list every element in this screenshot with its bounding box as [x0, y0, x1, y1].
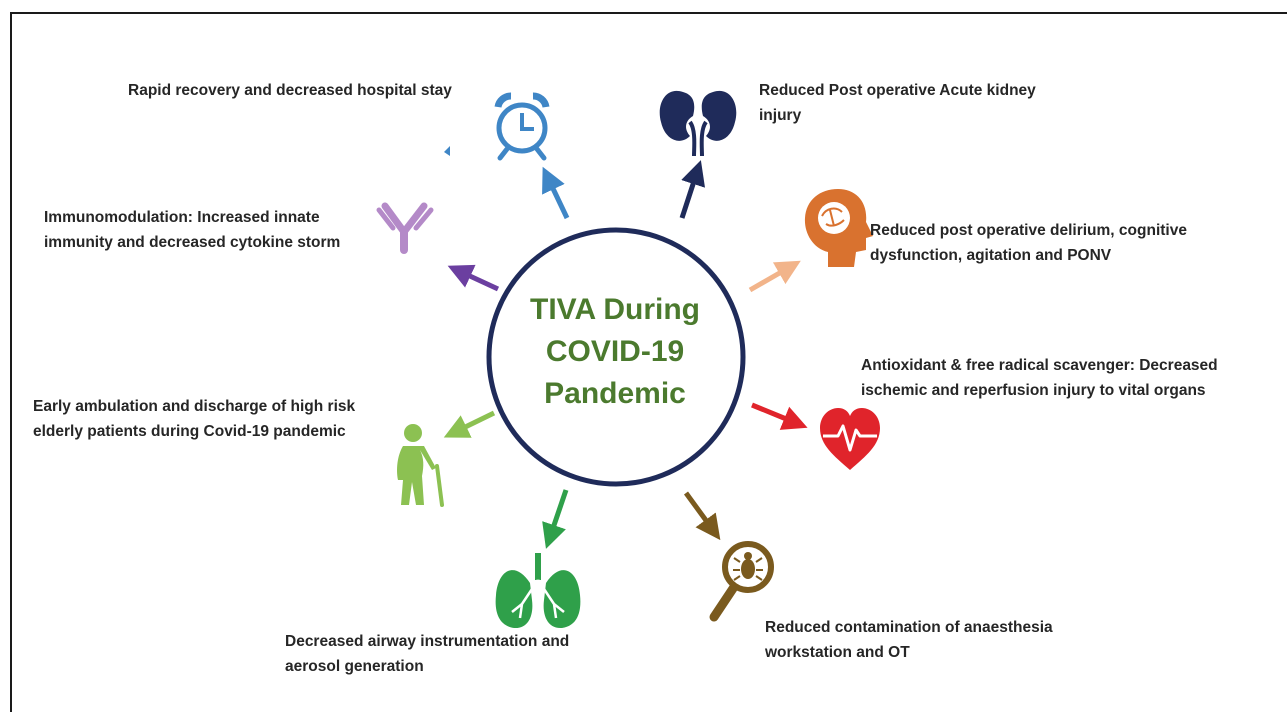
heartbeat-icon	[820, 408, 880, 470]
label-rapid-recovery-line-1: Rapid recovery and decreased hospital st…	[128, 82, 452, 99]
elderly-person-icon	[397, 424, 444, 507]
label-delirium: Reduced post operative delirium, cogniti…	[870, 218, 1187, 268]
arrow-rapid-recovery	[542, 166, 570, 220]
label-contamination-line-2: workstation and OT	[765, 644, 910, 661]
label-antioxidant: Antioxidant & free radical scavenger: De…	[861, 353, 1218, 403]
arrow-antioxidant	[751, 402, 808, 430]
label-kidney-line-2: injury	[759, 107, 802, 124]
arrow-elderly	[443, 410, 496, 438]
label-elderly: Early ambulation and discharge of high r…	[33, 394, 355, 444]
center-title: TIVA During COVID-19 Pandemic	[495, 289, 735, 415]
arrow-delirium	[748, 260, 801, 293]
decorative-triangle	[444, 146, 450, 156]
label-elderly-line-2: elderly patients during Covid-19 pandemi…	[33, 423, 346, 440]
brain-head-icon	[804, 189, 873, 267]
label-contamination: Reduced contamination of anaesthesia wor…	[765, 615, 1053, 665]
arrow-immuno	[447, 264, 500, 292]
label-immuno-line-1: Immunomodulation: Increased innate	[44, 209, 320, 226]
label-delirium-line-1: Reduced post operative delirium, cogniti…	[870, 222, 1187, 239]
label-antioxidant-line-2: ischemic and reperfusion injury to vital…	[861, 382, 1206, 399]
alarm-clock-icon	[494, 92, 550, 161]
center-title-line-2: COVID-19	[545, 335, 685, 368]
label-kidney: Reduced Post operative Acute kidney inju…	[759, 78, 1036, 128]
arrow-airway	[542, 489, 569, 549]
center-ring	[486, 227, 746, 487]
arrow-kidney	[679, 160, 706, 219]
bug-magnifier-icon	[709, 541, 774, 622]
label-airway: Decreased airway instrumentation and aer…	[285, 629, 569, 679]
antibody-icon	[376, 202, 434, 254]
label-airway-line-2: aerosol generation	[285, 658, 424, 675]
label-immuno: Immunomodulation: Increased innate immun…	[44, 205, 340, 255]
label-immuno-line-2: immunity and decreased cytokine storm	[44, 234, 341, 251]
label-kidney-line-1: Reduced Post operative Acute kidney	[759, 82, 1036, 99]
label-airway-line-1: Decreased airway instrumentation and	[285, 633, 570, 650]
arrow-contamination	[683, 491, 721, 541]
label-elderly-line-1: Early ambulation and discharge of high r…	[33, 398, 356, 415]
label-delirium-line-2: dysfunction, agitation and PONV	[870, 247, 1112, 264]
center-title-line-3: Pandemic	[544, 377, 686, 410]
kidneys-icon	[659, 90, 737, 157]
label-contamination-line-1: Reduced contamination of anaesthesia	[765, 619, 1053, 636]
center-title-line-1: TIVA During	[530, 293, 700, 326]
lungs-icon	[495, 553, 581, 629]
label-rapid-recovery: Rapid recovery and decreased hospital st…	[128, 78, 452, 103]
label-antioxidant-line-1: Antioxidant & free radical scavenger: De…	[861, 357, 1218, 374]
